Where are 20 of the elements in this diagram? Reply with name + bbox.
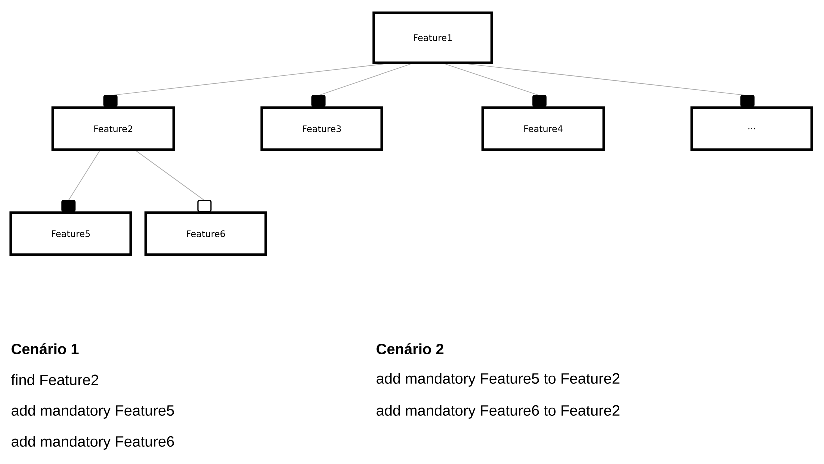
feature-box: Feature5 [10, 212, 132, 256]
feature-box: Feature4 [482, 106, 606, 152]
scenario-step: find Feature2 [11, 374, 98, 386]
connector [62, 150, 100, 212]
feature-box: ... [690, 106, 814, 152]
scenario-step: add mandatory Feature6 [12, 436, 174, 450]
connector [312, 64, 412, 108]
feature-box: Feature1 [372, 12, 494, 64]
connector [445, 64, 547, 108]
feature-box: Feature2 [52, 106, 176, 152]
scenario-heading: Cenário 2 [376, 343, 444, 355]
connector [104, 64, 384, 108]
scenario-step: add mandatory Feature5 to Feature2 [376, 373, 620, 387]
scenario-step: add mandatory Feature6 to Feature2 [376, 405, 620, 419]
feature-box: Feature3 [260, 106, 384, 152]
feature-box: Feature6 [144, 212, 268, 256]
scenario-step: add mandatory Feature5 [12, 405, 174, 419]
connector [136, 150, 212, 212]
scenario-heading: Cenário 1 [12, 343, 79, 355]
connector [468, 64, 755, 108]
